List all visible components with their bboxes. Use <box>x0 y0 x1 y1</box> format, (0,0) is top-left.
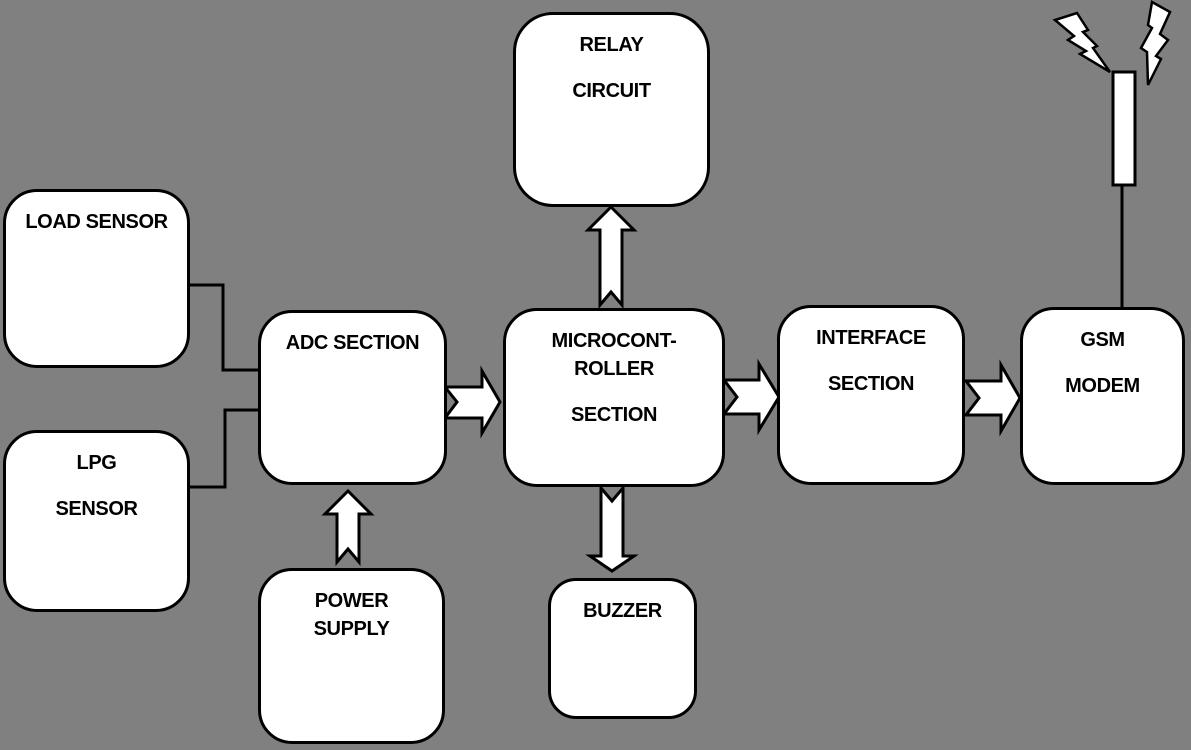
block-microcontroller-section: MICROCONT- ROLLER SECTION <box>503 308 725 487</box>
block-gsm-modem: GSM MODEM <box>1020 307 1185 485</box>
block-label: ROLLER <box>574 358 654 380</box>
block-label: LPG <box>76 452 117 474</box>
block-interface-section: INTERFACE SECTION <box>777 305 965 485</box>
arrow-microcontroller-to-interface <box>720 358 781 436</box>
block-lpg-sensor: LPG SENSOR <box>3 430 190 612</box>
label-spacer <box>6 477 187 495</box>
block-label: SENSOR <box>55 498 138 520</box>
arrow-power-supply-to-adc <box>321 488 375 567</box>
lightning-bolt-left-icon <box>1052 11 1112 74</box>
block-label: ADC SECTION <box>285 332 420 354</box>
block-label: GSM <box>1080 329 1125 351</box>
block-label: SUPPLY <box>313 618 390 640</box>
block-adc-section: ADC SECTION <box>258 310 447 485</box>
block-label: LOAD SENSOR <box>25 211 168 233</box>
antenna-icon <box>1111 70 1137 187</box>
label-spacer <box>780 352 962 370</box>
block-label: BUZZER <box>583 600 662 622</box>
block-power-supply: POWER SUPPLY <box>258 568 445 744</box>
block-label: POWER <box>314 590 389 612</box>
connector-lpg-sensor-to-adc <box>190 408 258 489</box>
lightning-bolt-right-icon <box>1139 0 1172 86</box>
block-buzzer: BUZZER <box>548 578 697 719</box>
label-spacer <box>516 59 707 77</box>
block-label: INTERFACE <box>816 327 926 349</box>
arrow-interface-to-gsm-modem <box>962 359 1022 437</box>
block-label: RELAY <box>579 34 644 56</box>
arrow-microcontroller-to-buzzer <box>585 483 639 573</box>
connector-load-sensor-to-adc <box>190 283 258 372</box>
arrow-microcontroller-to-relay <box>584 204 638 310</box>
label-spacer <box>1023 354 1182 372</box>
block-label: SECTION <box>827 373 915 395</box>
block-load-sensor: LOAD SENSOR <box>3 189 190 368</box>
block-label: MODEM <box>1065 375 1140 397</box>
block-label: MICROCONT- <box>551 330 677 352</box>
label-spacer <box>506 383 722 401</box>
arrow-adc-to-microcontroller <box>441 365 502 439</box>
block-label: CIRCUIT <box>572 80 651 102</box>
block-relay-circuit: RELAY CIRCUIT <box>513 12 710 207</box>
block-label: SECTION <box>570 404 658 426</box>
